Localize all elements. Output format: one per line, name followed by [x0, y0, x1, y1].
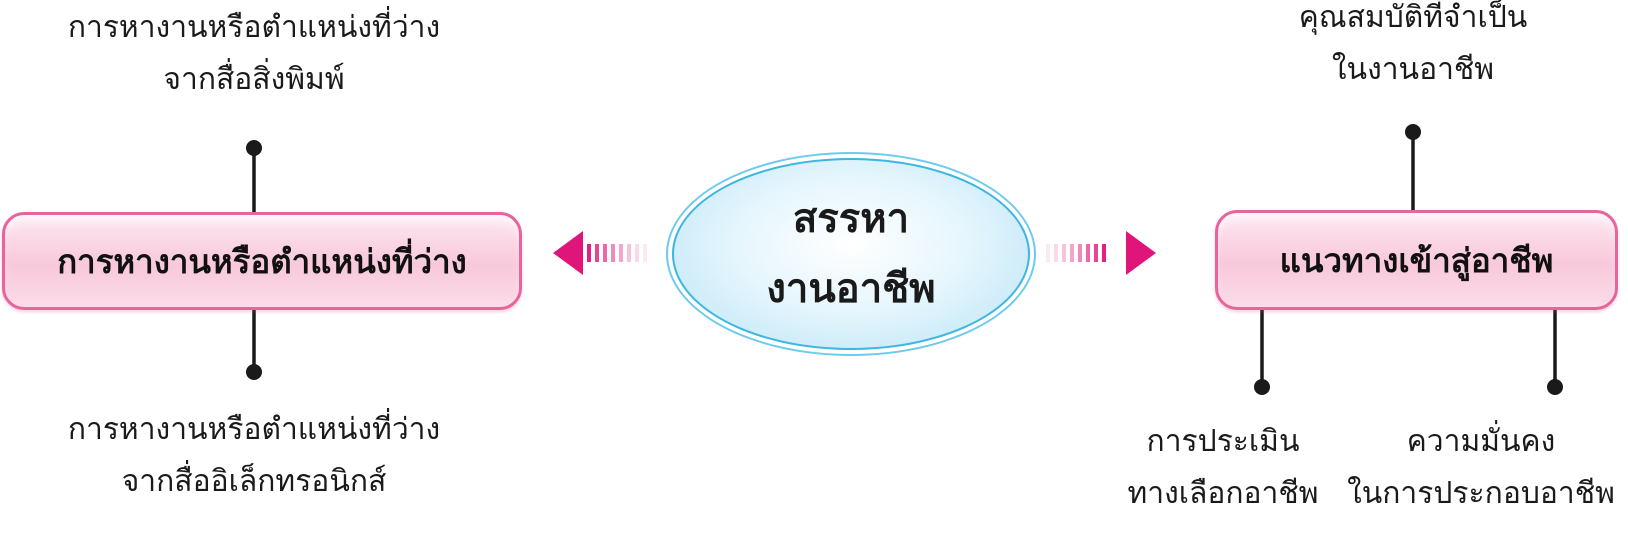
right-bottom-right-item-line2: ในการประกอบอาชีพ	[1347, 476, 1615, 511]
right-node-label: แนวทางเข้าสู่อาชีพ	[1279, 240, 1554, 280]
arrowhead-right	[1126, 231, 1156, 275]
left-top-item: การหางานหรือตำแหน่งที่ว่าง จากสื่อสิ่งพิ…	[54, 2, 454, 106]
left-top-item-line2: จากสื่อสิ่งพิมพ์	[163, 62, 345, 97]
dot-right-top	[1405, 124, 1421, 140]
right-bottom-left-item-line1: การประเมิน	[1146, 424, 1300, 459]
right-top-item: คุณสมบัติที่จำเป็น ในงานอาชีพ	[1233, 0, 1593, 96]
arrowhead-left	[553, 231, 583, 275]
center-topic-line1: สรรหา	[792, 196, 910, 242]
dot-right-bottom-left	[1254, 379, 1270, 395]
dot-left-top	[246, 140, 262, 156]
right-bottom-left-item: การประเมิน ทางเลือกอาชีพ	[1118, 416, 1328, 520]
left-node-label: การหางานหรือตำแหน่งที่ว่าง	[57, 241, 467, 281]
arrow-left	[553, 231, 647, 275]
dot-right-bottom-right	[1547, 379, 1563, 395]
left-bottom-item: การหางานหรือตำแหน่งที่ว่าง จากสื่ออิเล็ก…	[54, 404, 454, 508]
right-node-box: แนวทางเข้าสู่อาชีพ	[1215, 210, 1618, 310]
left-top-item-line1: การหางานหรือตำแหน่งที่ว่าง	[67, 10, 441, 45]
left-node-box: การหางานหรือตำแหน่งที่ว่าง	[2, 212, 522, 310]
right-bottom-right-item-line1: ความมั่นคง	[1406, 424, 1556, 459]
right-top-item-line2: ในงานอาชีพ	[1331, 52, 1495, 87]
dot-left-bottom	[246, 364, 262, 380]
arrow-right	[1046, 231, 1156, 275]
left-bottom-item-line1: การหางานหรือตำแหน่งที่ว่าง	[67, 412, 441, 447]
right-bottom-left-item-line2: ทางเลือกอาชีพ	[1127, 476, 1319, 511]
right-bottom-right-item: ความมั่นคง ในการประกอบอาชีพ	[1338, 416, 1624, 520]
left-bottom-item-line2: จากสื่ออิเล็กทรอนิกส์	[121, 464, 387, 499]
center-topic-line2: งานอาชีพ	[766, 266, 936, 312]
center-topic: สรรหา งานอาชีพ	[672, 158, 1030, 350]
right-top-item-line1: คุณสมบัติที่จำเป็น	[1298, 0, 1528, 35]
